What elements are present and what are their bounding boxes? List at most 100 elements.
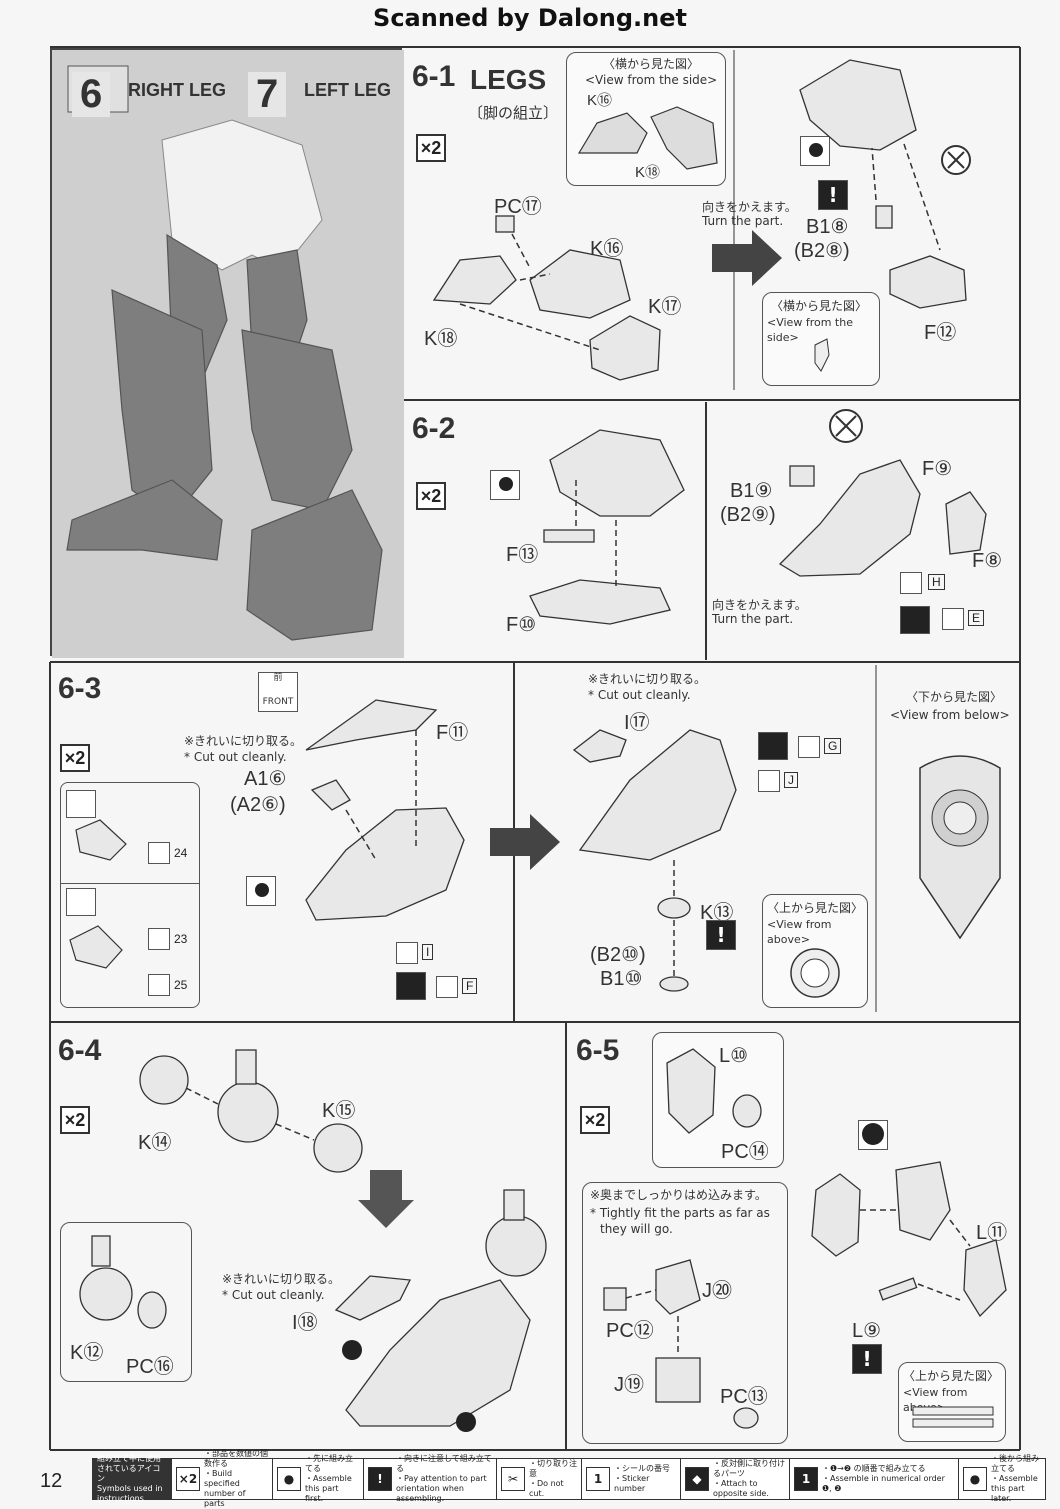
step-6-3-assembly-drawing [572,729,737,992]
step-6-4-parts-drawing [139,1049,363,1173]
part-i17: I⑰ [624,712,650,734]
cut-cleanly-jp: ※きれいに切り取る。 [184,734,303,748]
legend-item: ! ・向きに注意して組み立てる・Pay attention to part or… [364,1454,497,1503]
sticker-e-label: E [968,610,985,626]
part-k16: K⑯ [590,238,624,260]
cut-cleanly-jp: ※きれいに切り取る。 [222,1272,341,1286]
step-6-1-number: 6-1 [412,60,456,93]
cut-cleanly-en: * Cut out cleanly. [184,750,287,764]
cut-cleanly-en: * Cut out cleanly. [222,1288,325,1302]
turn-part-jp: 向きをかえます。 [702,200,797,214]
turn-part-en: Turn the part. [702,214,784,228]
part-pc17: PC⑰ [494,196,542,218]
above-view-drawing [790,948,840,998]
tight-fit-en-1: * Tightly fit the parts as far as [590,1206,770,1220]
step-6-5-number: 6-5 [576,1034,620,1067]
symbol-legend: 組み立て中に使用 されているアイコン Symbols used in instr… [92,1449,1046,1508]
view-below-jp: 〈下から見た図〉 [906,690,1003,704]
step-6-1-assembly-drawing [799,59,971,309]
down-arrow-icon [358,1170,414,1228]
detail-box-l10: L⑩ PC⑭ [652,1032,784,1168]
sticker-j-label: J [784,772,798,788]
part-j20: J⑳ [702,1280,732,1302]
opposite-side-icon [900,606,930,634]
side-view-parts-drawing [577,106,718,170]
step-6-2-parts-drawing [529,429,685,625]
sticker-h-label: H [928,574,945,590]
multiply-2-icon: ×2 [416,134,446,162]
view-from-side-box-2: 〈横から見た図〉 <View from the side> [762,292,880,386]
assemble-first-icon: ● [277,1467,301,1491]
detail-box-k12 [60,1222,192,1382]
sticker-placement-drawing [69,819,127,969]
legend-item: ×2 ・部品を数値の個数作る・Build specified number of… [172,1449,273,1508]
view-above-jp: 〈上から見た図〉 [767,901,864,915]
above-view-l9-drawing [912,1406,994,1428]
front-direction-icon [66,888,96,916]
part-k13: K⑬ [700,902,734,924]
sticker-24-label: 24 [174,846,188,860]
sticker-25-label: 25 [174,978,188,992]
leg-photo-illustration [52,50,404,658]
multiply-2-icon: ×2 [416,482,446,510]
step-6-3-number: 6-3 [58,672,102,705]
assemble-later-icon: ● [963,1467,987,1491]
sticker-i-label: I [422,944,434,960]
do-not-cut-icon: ✂ [501,1467,525,1491]
part-l11: L⑪ [976,1222,1008,1244]
view-from-side-box: 〈横から見た図〉 <View from the side> K⑯ K⑱ [566,52,726,186]
attention-orientation-icon: ! [818,180,848,210]
sticker-icon [148,974,170,996]
opposite-side-icon: ◆ [685,1467,709,1491]
part-b2-9: (B2⑨) [720,504,776,526]
part-l9: L⑨ [852,1320,882,1342]
view-side-jp: 〈横から見た図〉 [603,57,700,71]
step-6-3-parts-drawing [305,699,465,921]
multiply-2-icon: ×2 [60,744,90,772]
opposite-side-icon [758,732,788,760]
part-j19: J⑲ [614,1374,644,1396]
part-k12: K⑫ [70,1342,104,1364]
step-6-label: RIGHT LEG [128,80,226,100]
part-pc14: PC⑭ [721,1141,769,1163]
side-view-small-drawing [814,338,830,372]
part-k14: K⑭ [138,1132,172,1154]
scan-credit: Scanned by Dalong.net [373,4,687,32]
step-6-1-title: LEGS [470,64,547,95]
part-k17: K⑰ [648,296,682,318]
step-6-2-assembly-drawing [778,409,987,577]
k12-pc16-drawing [79,1235,167,1329]
step-6-5-assembly-drawing [811,1161,1007,1318]
multiply-2-icon: ×2 [60,1106,90,1134]
part-f10: F⑩ [506,614,537,636]
sticker-icon [900,572,922,594]
part-pc13: PC⑬ [720,1386,768,1408]
part-f12: F⑫ [924,322,957,344]
part-f8: F⑧ [972,550,1003,572]
step-6-4-assembly-drawing [334,1189,547,1432]
next-step-arrow-icon [490,814,560,870]
sticker-23-label: 23 [174,932,188,946]
sticker-icon [148,842,170,864]
tight-fit-jp: ※奥までしっかりはめ込みます。 [590,1188,767,1202]
sticker-g-label: G [824,738,842,754]
tight-fit-en-2: they will go. [600,1222,673,1236]
attention-orientation-icon: ! [852,1344,882,1374]
part-a2-6: (A2⑥) [230,794,286,816]
part-b1-8: B1⑧ [806,216,849,238]
sticker-icon [942,608,964,630]
front-direction-icon [66,790,96,818]
step-7-label: LEFT LEG [304,80,391,100]
part-k18: K⑱ [424,328,458,350]
page-number: 12 [40,1470,63,1492]
part-k18-side: K⑱ [635,164,661,181]
view-above-en: <View from above> [767,918,832,946]
part-l10: L⑩ [719,1045,749,1067]
sticker-icon [758,770,780,792]
step-6-1-title-jp: 〔脚の組立〕 [468,105,559,122]
numerical-order-icon: 1 [794,1467,818,1491]
j19-j20-drawing [603,1259,759,1429]
part-b2-10: (B2⑩) [590,944,646,966]
step-6-2-number: 6-2 [412,412,456,445]
attention-orientation-icon: ! [368,1467,392,1491]
